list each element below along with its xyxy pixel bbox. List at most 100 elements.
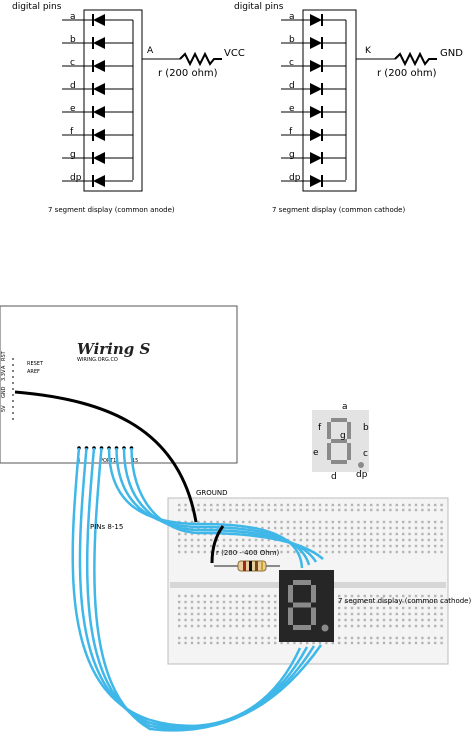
diode-array-box-2 <box>302 9 357 192</box>
breadboard-hole <box>421 641 424 645</box>
breadboard-hole <box>190 594 194 598</box>
breadboard-hole <box>306 538 309 542</box>
breadboard-hole <box>440 606 443 610</box>
breadboard-hole <box>350 520 354 524</box>
breadboard-hole <box>382 624 386 628</box>
breadboard-hole <box>350 594 354 598</box>
breadboard-hole <box>235 636 238 640</box>
breadboard-hole <box>414 600 418 604</box>
breadboard-hole <box>331 538 334 542</box>
breadboard-hole <box>434 612 437 616</box>
breadboard-hole <box>242 636 245 640</box>
breadboard-hole <box>402 508 405 512</box>
breadboard-hole <box>402 532 405 536</box>
breadboard-hole <box>197 503 200 507</box>
display-label: 7 segment display (common cathode) <box>338 597 471 605</box>
breadboard-hole <box>293 550 296 554</box>
breadboard-hole <box>254 600 258 604</box>
breadboard-hole <box>395 532 398 536</box>
diode-b <box>310 37 322 49</box>
breadboard-hole <box>434 636 437 640</box>
segment-bar <box>293 580 311 585</box>
breadboard-hole <box>421 532 424 536</box>
breadboard-hole <box>318 641 322 645</box>
breadboard-hole <box>274 636 277 640</box>
breadboard-hole <box>434 520 437 524</box>
breadboard-hole <box>395 618 398 622</box>
breadboard-hole <box>357 520 360 524</box>
breadboard-hole <box>178 532 181 536</box>
breadboard-hole <box>325 520 328 524</box>
breadboard-hole <box>427 618 430 622</box>
breadboard-hole <box>229 544 232 548</box>
reset-pin-label: RESET <box>27 361 44 367</box>
breadboard-hole <box>350 538 354 542</box>
segment-label-f: f <box>70 127 74 137</box>
breadboard-hole <box>178 508 181 512</box>
breadboard-hole <box>184 606 187 610</box>
resistor-label-2: r (200 ohm) <box>377 68 437 79</box>
breadboard-hole <box>408 503 411 507</box>
breadboard-hole <box>267 544 270 548</box>
breadboard-hole <box>395 538 398 542</box>
breadboard-hole <box>229 520 232 524</box>
breadboard-hole <box>216 594 219 598</box>
breadboard-hole <box>184 641 187 645</box>
breadboard-hole <box>414 624 418 628</box>
anode-node-label: A <box>147 46 154 56</box>
breadboard-hole <box>203 508 206 512</box>
breadboard-hole <box>254 544 258 548</box>
breadboard-hole <box>331 503 334 507</box>
diode-f <box>93 129 105 141</box>
breadboard-hole <box>421 550 424 554</box>
diode-d <box>310 83 322 95</box>
breadboard-hole <box>376 532 379 536</box>
breadboard-hole <box>178 503 181 507</box>
breadboard-hole <box>299 641 302 645</box>
breadboard-hole <box>184 594 187 598</box>
breadboard-hole <box>184 532 187 536</box>
breadboard-hole <box>402 594 405 598</box>
breadboard-hole <box>210 544 213 548</box>
breadboard-hole <box>242 606 245 610</box>
breadboard-hole <box>414 606 418 610</box>
breadboard-hole <box>178 612 181 616</box>
breadboard-hole <box>293 520 296 524</box>
breadboard-hole <box>261 641 264 645</box>
breadboard-hole <box>274 526 277 530</box>
breadboard-hole <box>440 594 443 598</box>
resistor-symbol-2 <box>394 51 437 67</box>
breadboard-hole <box>216 503 219 507</box>
breadboard-hole <box>382 508 386 512</box>
breadboard-hole <box>229 594 232 598</box>
breadboard-hole <box>344 520 347 524</box>
diode-dp <box>310 175 322 187</box>
breadboard-hole <box>197 618 200 622</box>
breadboard-hole <box>306 641 309 645</box>
ground-label: GROUND <box>196 489 228 497</box>
breadboard-hole <box>184 550 187 554</box>
breadboard-hole <box>299 532 302 536</box>
breadboard-hole <box>370 612 373 616</box>
breadboard-hole <box>350 503 354 507</box>
breadboard-hole <box>274 612 277 616</box>
breadboard-hole <box>184 538 187 542</box>
breadboard-hole <box>178 544 181 548</box>
breadboard-hole <box>267 503 270 507</box>
breadboard-hole <box>370 606 373 610</box>
breadboard-hole <box>370 544 373 548</box>
breadboard-hole <box>370 594 373 598</box>
breadboard-hole <box>395 550 398 554</box>
breadboard-hole <box>370 600 373 604</box>
breadboard-hole <box>395 641 398 645</box>
breadboard-hole <box>389 508 392 512</box>
breadboard-hole <box>261 508 264 512</box>
breadboard-hole <box>222 600 226 604</box>
breadboard-hole <box>242 508 245 512</box>
breadboard-hole <box>274 606 277 610</box>
breadboard-hole <box>235 618 238 622</box>
breadboard-hole <box>338 594 341 598</box>
breadboard-hole <box>434 544 437 548</box>
breadboard-hole <box>421 520 424 524</box>
breadboard-hole <box>261 526 264 530</box>
